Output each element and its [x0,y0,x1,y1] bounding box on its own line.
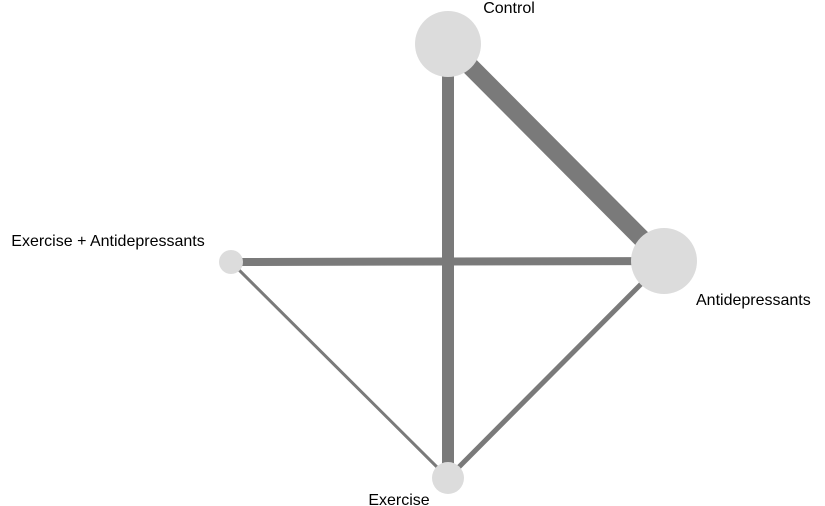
edge-exercise-antidepressants-to-exercise [229,260,450,480]
label-exercise-antidepressants: Exercise + Antidepressants [11,233,204,250]
node-antidepressants [631,228,697,294]
edges-layer [229,37,671,480]
edge-control-antidepressants [441,37,671,268]
labels-layer: Control Antidepressants Exercise + Antid… [11,0,810,506]
label-antidepressants: Antidepressants [696,292,811,309]
edge-exercise-to-antidepressants [446,259,666,480]
node-control [415,11,481,77]
edge-exercise-antidepressants-to-antidepressants [230,257,665,266]
label-exercise: Exercise [368,492,429,506]
nodes-layer [219,11,697,494]
label-control: Control [483,0,535,17]
node-exercise [432,462,464,494]
node-exercise-antidepressants [219,250,243,274]
